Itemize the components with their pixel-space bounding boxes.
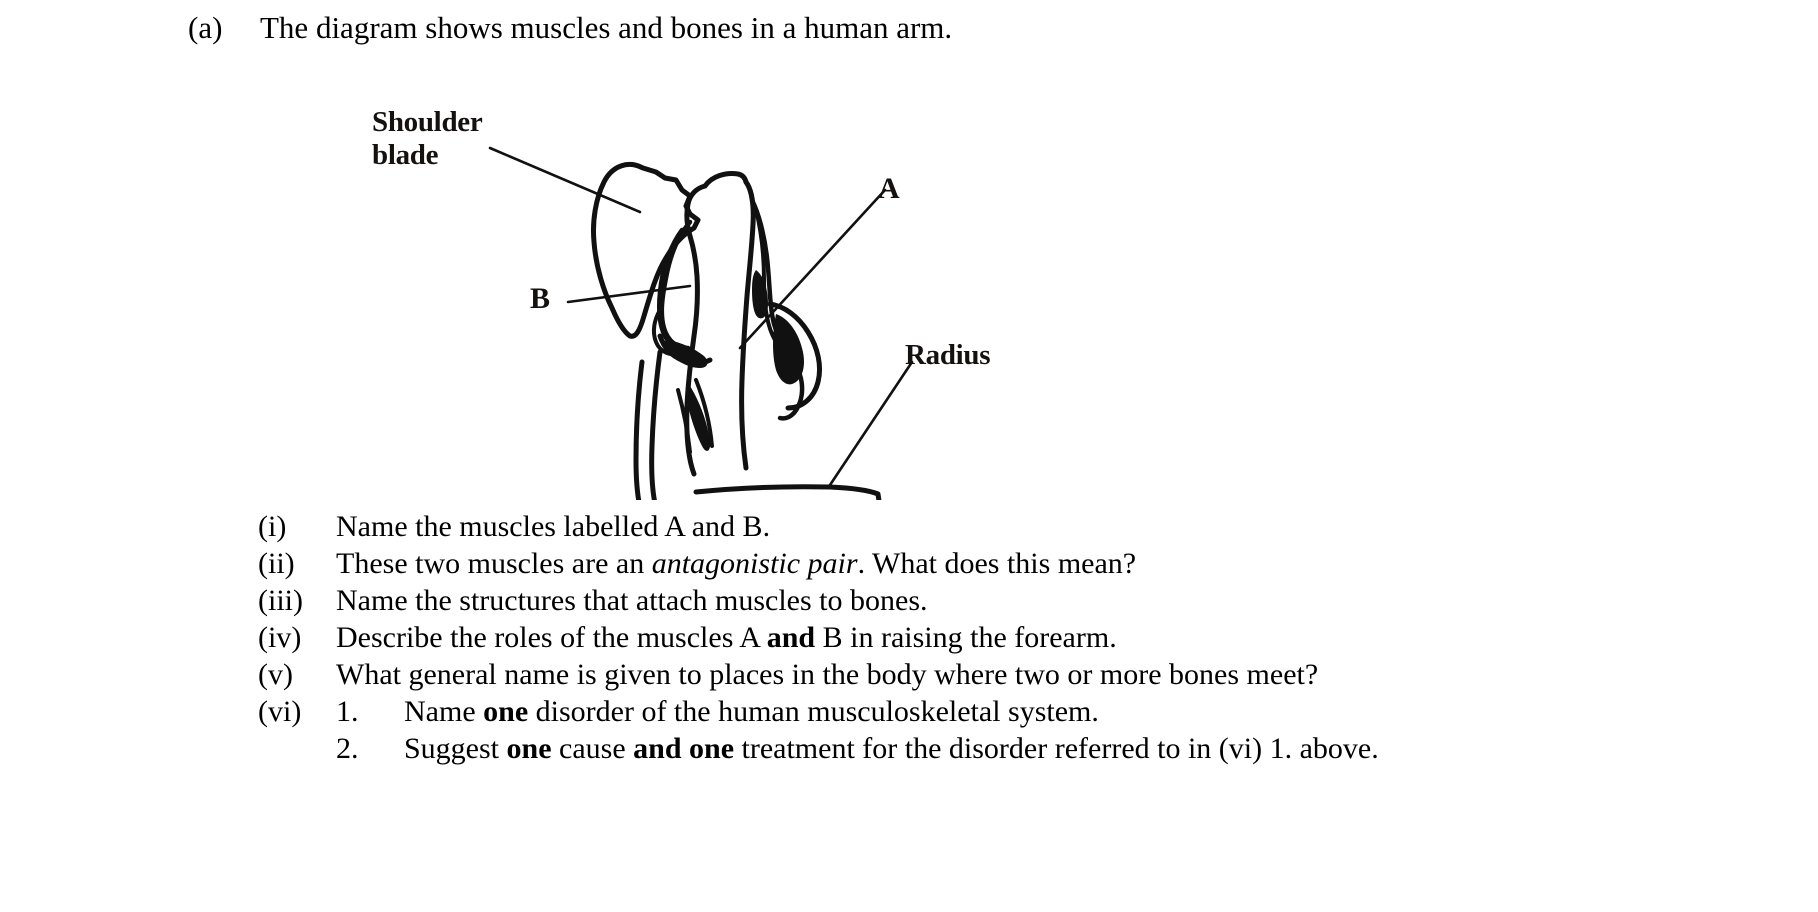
question-row: (v) What general name is given to places … xyxy=(258,656,1379,693)
text-run: disorder of the human musculoskeletal sy… xyxy=(528,695,1099,728)
text-run: Suggest xyxy=(404,732,507,765)
label-muscle-b: B xyxy=(530,282,550,315)
question-row: (iv) Describe the roles of the muscles A … xyxy=(258,619,1379,656)
question-number: (iii) xyxy=(258,584,303,617)
label-muscle-a: A xyxy=(878,172,900,205)
question-text: Name one disorder of the human musculosk… xyxy=(404,693,1099,730)
question-list: (i)Name the muscles labelled A and B.(ii… xyxy=(258,508,1379,767)
label-radius: Radius xyxy=(905,339,991,371)
question-text: Name the muscles labelled A and B. xyxy=(336,508,770,545)
question-sub-number: 1. xyxy=(336,695,359,728)
humerus-head xyxy=(702,171,749,189)
leader-line-b xyxy=(566,284,692,304)
text-run: . What does this mean? xyxy=(857,547,1137,580)
text-run: B in raising the forearm. xyxy=(815,621,1117,654)
text-run: Name xyxy=(404,695,484,728)
ulna-outline xyxy=(649,349,663,500)
arm-diagram-svg xyxy=(488,146,914,500)
label-shoulder-blade: Shoulder blade xyxy=(372,106,483,172)
question-row: (i) Name the muscles labelled A and B. xyxy=(258,508,1379,545)
emphasis-bold: and xyxy=(766,621,816,654)
arm-diagram-figure: Shoulder blade A B Radius xyxy=(360,90,1260,500)
text-run: These two muscles are an xyxy=(336,547,652,580)
text-run: What general name is given to places in … xyxy=(336,658,1319,691)
question-number: (i) xyxy=(258,510,287,543)
text-run: cause xyxy=(551,732,634,765)
emphasis-bold: one xyxy=(483,695,529,728)
part-label: (a) xyxy=(188,10,223,45)
emphasis-bold: and one xyxy=(633,732,735,765)
question-text: What general name is given to places in … xyxy=(336,656,1318,693)
text-run: Name the muscles labelled A and B. xyxy=(336,510,771,543)
humerus-bone-right xyxy=(739,179,756,471)
part-heading-text: The diagram shows muscles and bones in a… xyxy=(260,10,953,45)
question-number: (iv) xyxy=(258,621,302,654)
upper-shading xyxy=(752,270,768,319)
question-text: Suggest one cause and one treatment for … xyxy=(404,730,1379,767)
question-row: 2. Suggest one cause and one treatment fo… xyxy=(258,730,1379,767)
question-number: (v) xyxy=(258,658,293,691)
radius-bone xyxy=(693,484,882,500)
label-shoulder-blade-line2: blade xyxy=(372,139,439,171)
biceps-belly-bulge xyxy=(767,301,823,411)
question-text: Name the structures that attach muscles … xyxy=(336,582,928,619)
question-row: (vi) 1. Name one disorder of the human mus… xyxy=(258,693,1379,730)
elbow-shading xyxy=(663,339,708,368)
forearm-shading xyxy=(686,383,711,451)
forearm-striation-2 xyxy=(676,388,692,454)
question-part-a-heading: (a) The diagram shows muscles and bones … xyxy=(188,8,952,48)
emphasis-italic: antagonistic pair xyxy=(651,547,858,580)
leader-line-radius xyxy=(826,360,914,490)
forearm-left-edge xyxy=(633,359,645,500)
label-shoulder-blade-line1: Shoulder xyxy=(372,106,483,138)
triceps-muscle-outer xyxy=(657,227,685,341)
forearm-striation-1 xyxy=(694,378,714,448)
emphasis-bold: one xyxy=(506,732,552,765)
humerus-bone xyxy=(684,183,708,477)
leader-line-shoulder-blade xyxy=(488,146,642,214)
leader-line-a xyxy=(738,188,887,350)
text-run: Name the structures that attach muscles … xyxy=(336,584,928,617)
question-text: These two muscles are an antagonistic pa… xyxy=(336,545,1136,582)
question-row: (iii) Name the structures that attach mus… xyxy=(258,582,1379,619)
question-number: (vi) xyxy=(258,695,302,728)
question-sub-number: 2. xyxy=(336,732,359,765)
question-number: (ii) xyxy=(258,547,295,580)
text-run: Describe the roles of the muscles A xyxy=(336,621,767,654)
question-row: (ii) These two muscles are an antagonisti… xyxy=(258,545,1379,582)
scapula-outline xyxy=(591,162,701,339)
biceps-shading xyxy=(773,314,804,385)
question-text: Describe the roles of the muscles A and … xyxy=(336,619,1117,656)
text-run: treatment for the disorder referred to i… xyxy=(734,732,1379,765)
